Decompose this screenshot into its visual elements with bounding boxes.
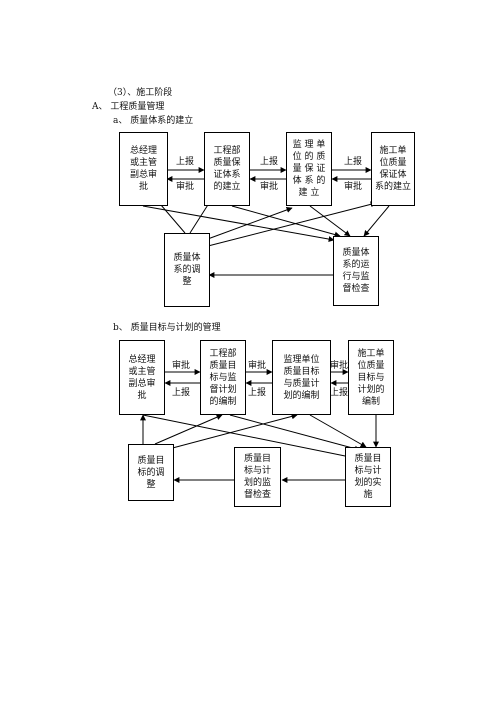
a-project-dept-text: 工程部 质量保 证体系 的建立	[213, 146, 241, 192]
stage-heading: （3）、施工阶段	[108, 88, 173, 98]
a-supervisor-text: 监 理 单 位 的 质 量 保 证 体 系 的 建 立	[292, 140, 326, 198]
b-approve-label-3: 审批	[330, 361, 349, 371]
a-approve-label-3: 审批	[344, 182, 363, 192]
b-report-label-2: 上报	[248, 388, 267, 398]
sub-a-heading: a、 质量体系的建立	[113, 116, 194, 126]
a-approve-label-2: 审批	[260, 182, 279, 192]
a-construction-unit-text: 施工单 位质量 保证体 系的建立	[374, 146, 411, 192]
a-manager-approval-text: 总经理 或主管 副总审 批	[129, 146, 157, 192]
b-adjustment-text: 质量目 标的调 整	[137, 455, 165, 490]
a-monitoring-text: 质量体 系的运 行与监 督检查	[342, 248, 370, 294]
a-adjustment-box: 质量体 系的调 整	[164, 233, 210, 307]
b-approve-label-1: 审批	[172, 361, 191, 371]
b-report-label-1: 上报	[172, 388, 191, 398]
b-adjustment-box: 质量目 标的调 整	[128, 444, 174, 501]
b-supervisor-box: 监理单位 质量目标 与质量计 划的编制	[272, 340, 331, 415]
b-implementation-text: 质量目 标与计 划的实 施	[354, 454, 382, 500]
a-manager-approval-box: 总经理 或主管 副总审 批	[119, 132, 168, 206]
b-manager-approval-box: 总经理 或主管 副总审 批	[119, 340, 165, 415]
sub-b-heading: b、 质量目标与计划的管理	[113, 323, 221, 333]
b-monitoring-text: 质量目 标与计 划的监 督检查	[243, 454, 271, 500]
a-monitoring-box: 质量体 系的运 行与监 督检查	[333, 236, 379, 306]
a-report-label-2: 上报	[260, 157, 279, 167]
b-construction-unit-box: 施工单 位质量 目标与 计划的 编制	[348, 340, 394, 415]
a-adjustment-text: 质量体 系的调 整	[173, 253, 201, 287]
b-approve-label-2: 审批	[248, 361, 267, 371]
b-manager-approval-text: 总经理 或主管 副总审 批	[128, 354, 156, 401]
b-supervisor-text: 监理单位 质量目标 与质量计 划的编制	[283, 354, 320, 401]
a-report-label-3: 上报	[344, 157, 363, 167]
a-supervisor-box: 监 理 单 位 的 质 量 保 证 体 系 的 建 立	[286, 132, 332, 206]
b-implementation-box: 质量目 标与计 划的实 施	[345, 447, 391, 507]
b-monitoring-box: 质量目 标与计 划的监 督检查	[234, 447, 281, 507]
b-report-label-3: 上报	[330, 388, 349, 398]
a-approve-label-1: 审批	[176, 182, 195, 192]
section-a-heading: A、 工程质量管理	[92, 102, 165, 112]
b-project-dept-box: 工程部 质量目 标与监 督计划 的编制	[200, 340, 246, 415]
b-project-dept-text: 工程部 质量目 标与监 督计划 的编制	[209, 348, 237, 407]
a-construction-unit-box: 施工单 位质量 保证体 系的建立	[371, 132, 415, 206]
a-report-label-1: 上报	[176, 157, 195, 167]
b-construction-unit-text: 施工单 位质量 目标与 计划的 编制	[357, 348, 385, 407]
a-project-dept-box: 工程部 质量保 证体系 的建立	[204, 132, 250, 206]
